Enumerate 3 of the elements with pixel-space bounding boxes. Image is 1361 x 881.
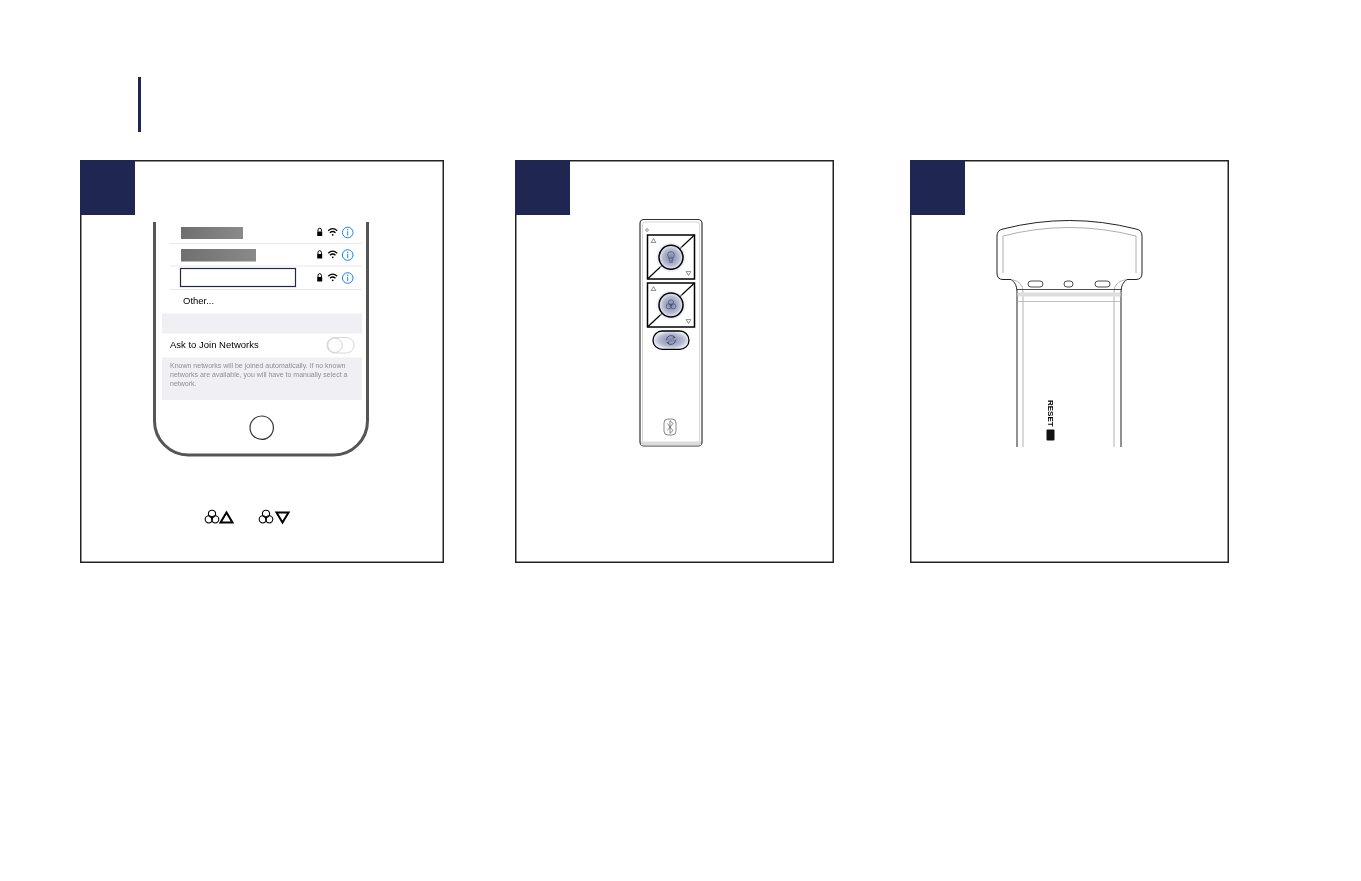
reset-label: RESET — [1046, 400, 1054, 427]
menu-item: Other... — [183, 295, 215, 307]
setting-label: Ask to Join Networks — [170, 339, 259, 351]
